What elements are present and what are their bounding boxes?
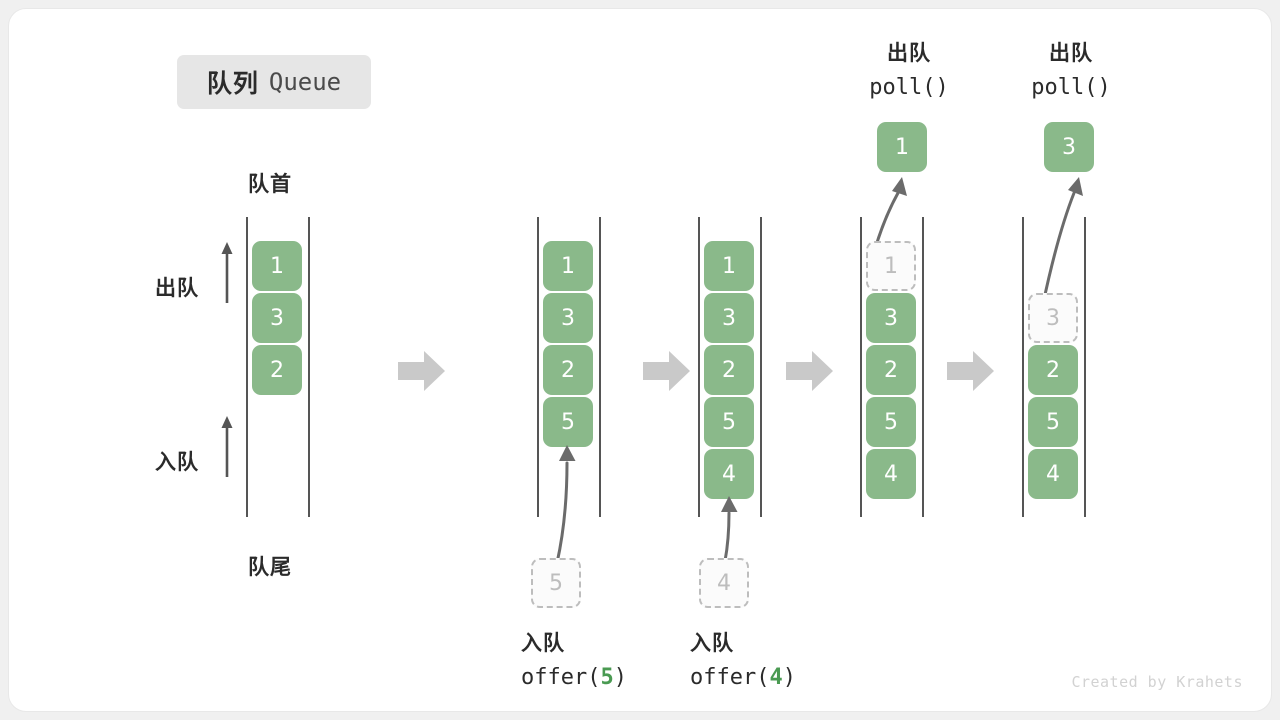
outgoing-cell-1: 1 bbox=[877, 122, 927, 172]
diagram-title-badge: 队列 Queue bbox=[177, 55, 371, 109]
queue-cell: 1 bbox=[252, 241, 302, 291]
op-fn: offer( bbox=[690, 665, 770, 690]
stage-poll-3: 3 2 5 4 bbox=[1022, 217, 1086, 517]
op-label-zh: 出队 bbox=[1049, 42, 1093, 65]
title-chinese: 队列 bbox=[206, 70, 259, 98]
op-label-offer-4: 入队 offer(4) bbox=[690, 627, 810, 695]
queue-cell-ghost: 1 bbox=[866, 241, 916, 291]
queue-cell: 1 bbox=[543, 241, 593, 291]
title-english: Queue bbox=[268, 68, 342, 96]
queue-cell: 3 bbox=[252, 293, 302, 343]
queue-rail-left bbox=[860, 217, 862, 517]
incoming-ghost-cell-4: 4 bbox=[699, 558, 749, 608]
queue-rail-left bbox=[537, 217, 539, 517]
transition-arrow-icon bbox=[643, 349, 691, 393]
queue-rail-right bbox=[308, 217, 310, 517]
queue-cell: 1 bbox=[704, 241, 754, 291]
transition-arrow-icon bbox=[786, 349, 834, 393]
queue-cell: 5 bbox=[866, 397, 916, 447]
queue-cell: 5 bbox=[704, 397, 754, 447]
op-label-code: offer(4) bbox=[690, 661, 810, 695]
queue-cell: 2 bbox=[543, 345, 593, 395]
watermark-credit: Created by Krahets bbox=[1071, 673, 1243, 691]
label-dequeue-direction: 出队 bbox=[155, 277, 199, 300]
queue-rail-left bbox=[1022, 217, 1024, 517]
op-label-code: poll() bbox=[869, 75, 949, 100]
transition-arrow-icon bbox=[947, 349, 995, 393]
queue-cell: 3 bbox=[866, 293, 916, 343]
stage-offer-5: 1 3 2 5 bbox=[537, 217, 601, 517]
op-arg: 5 bbox=[600, 665, 614, 690]
queue-cell: 4 bbox=[1028, 449, 1078, 499]
op-close: ) bbox=[613, 665, 627, 690]
queue-rail-left bbox=[698, 217, 700, 517]
queue-cell: 5 bbox=[1028, 397, 1078, 447]
queue-cell: 4 bbox=[866, 449, 916, 499]
diagram-canvas: 队列 Queue 队首 队尾 出队 入队 1 3 2 1 bbox=[8, 8, 1272, 712]
op-label-code: offer(5) bbox=[521, 661, 641, 695]
label-enqueue-direction: 入队 bbox=[155, 451, 199, 474]
label-queue-head: 队首 bbox=[248, 173, 292, 196]
queue-cell: 5 bbox=[543, 397, 593, 447]
stage-initial: 1 3 2 bbox=[246, 217, 310, 517]
queue-cell: 4 bbox=[704, 449, 754, 499]
queue-cell: 3 bbox=[543, 293, 593, 343]
incoming-ghost-cell-5: 5 bbox=[531, 558, 581, 608]
op-arg: 4 bbox=[769, 665, 783, 690]
op-label-offer-5: 入队 offer(5) bbox=[521, 627, 641, 695]
queue-cell: 2 bbox=[252, 345, 302, 395]
queue-rail-left bbox=[246, 217, 248, 517]
queue-rail-right bbox=[760, 217, 762, 517]
queue-rail-right bbox=[1084, 217, 1086, 517]
outgoing-cell-3: 3 bbox=[1044, 122, 1094, 172]
queue-cell-ghost: 3 bbox=[1028, 293, 1078, 343]
op-fn: offer( bbox=[521, 665, 601, 690]
op-label-poll-3: 出队 poll() bbox=[1011, 37, 1131, 105]
op-label-zh: 入队 bbox=[690, 632, 734, 655]
op-label-code: poll() bbox=[1031, 75, 1111, 100]
enqueue-up-arrow-icon bbox=[219, 415, 233, 477]
op-close: ) bbox=[782, 665, 796, 690]
queue-cell: 2 bbox=[704, 345, 754, 395]
label-queue-tail: 队尾 bbox=[248, 556, 292, 579]
stage-offer-4: 1 3 2 5 4 bbox=[698, 217, 762, 517]
queue-cell: 3 bbox=[704, 293, 754, 343]
op-label-zh: 出队 bbox=[887, 42, 931, 65]
queue-cell: 2 bbox=[1028, 345, 1078, 395]
op-label-zh: 入队 bbox=[521, 632, 565, 655]
dequeue-up-arrow-icon bbox=[219, 241, 233, 303]
transition-arrow-icon bbox=[398, 349, 446, 393]
queue-cell: 2 bbox=[866, 345, 916, 395]
queue-rail-right bbox=[922, 217, 924, 517]
stage-poll-1: 1 3 2 5 4 bbox=[860, 217, 924, 517]
op-label-poll-1: 出队 poll() bbox=[849, 37, 969, 105]
queue-rail-right bbox=[599, 217, 601, 517]
